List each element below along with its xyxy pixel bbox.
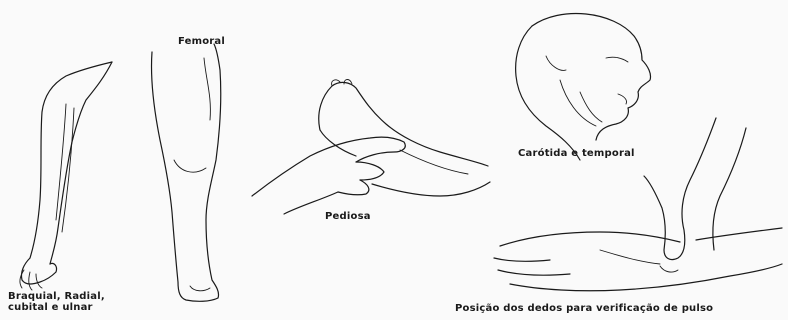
label-carotida-temporal: Carótida e temporal [518,148,635,159]
head-drawing [516,14,651,161]
label-femoral: Femoral [178,36,225,47]
label-braquial-line1: Braquial, Radial, [8,291,105,302]
leg-drawing [151,44,220,301]
hand-fingers-drawing [494,118,782,291]
label-pediosa: Pediosa [325,211,371,222]
label-braquial-line2: cubital e ulnar [8,302,105,313]
label-braquial-radial: Braquial, Radial, cubital e ulnar [8,291,105,313]
arm-drawing [20,62,112,290]
label-posicao-dedos: Posição dos dedos para verificação de pu… [455,303,713,314]
foot-hand-drawing [252,80,490,215]
